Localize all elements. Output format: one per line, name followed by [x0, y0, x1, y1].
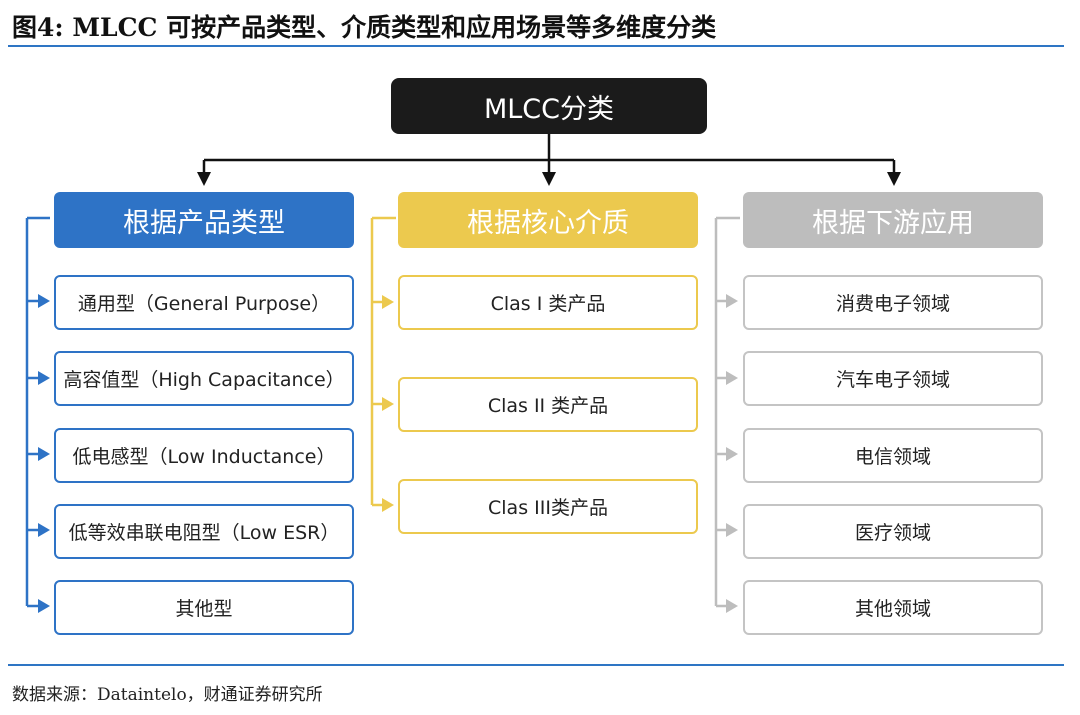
product-type-arrow-heads: [38, 294, 50, 613]
product-type-item: 高容值型（High Capacitance）: [54, 351, 354, 406]
dielectric-header: 根据核心介质: [398, 192, 698, 248]
product-type-item: 通用型（General Purpose）: [54, 275, 354, 330]
application-header: 根据下游应用: [743, 192, 1043, 248]
application-item: 医疗领域: [743, 504, 1043, 559]
dielectric-item: Clas III类产品: [398, 479, 698, 534]
dielectric-bracket: [370, 216, 396, 507]
product-type-item: 低等效串联电阻型（Low ESR）: [54, 504, 354, 559]
product-type-bracket: [25, 216, 50, 608]
application-item: 其他领域: [743, 580, 1043, 635]
dielectric-arrow-heads: [382, 295, 394, 512]
arrow-head-center: [542, 172, 556, 186]
product-type-header: 根据产品类型: [54, 192, 354, 248]
product-type-item: 其他型: [54, 580, 354, 635]
product-type-item: 低电感型（Low Inductance）: [54, 428, 354, 483]
arrow-head-right: [887, 172, 901, 186]
figure-title: 图4: MLCC 可按产品类型、介质类型和应用场景等多维度分类: [12, 13, 717, 42]
source-note: 数据来源：Dataintelo，财通证券研究所: [12, 685, 323, 705]
dielectric-item: Clas I 类产品: [398, 275, 698, 330]
title-divider: [8, 45, 1064, 47]
root-branch-connector: [202, 134, 896, 178]
application-item: 消费电子领域: [743, 275, 1043, 330]
application-item: 汽车电子领域: [743, 351, 1043, 406]
arrow-head-left: [197, 172, 211, 186]
application-item: 电信领域: [743, 428, 1043, 483]
footer-divider: [8, 664, 1064, 666]
root-branch-arrows: [197, 172, 901, 186]
root-node: MLCC分类: [391, 78, 707, 134]
application-bracket: [714, 216, 740, 608]
application-arrow-heads: [726, 294, 738, 613]
dielectric-item: Clas II 类产品: [398, 377, 698, 432]
